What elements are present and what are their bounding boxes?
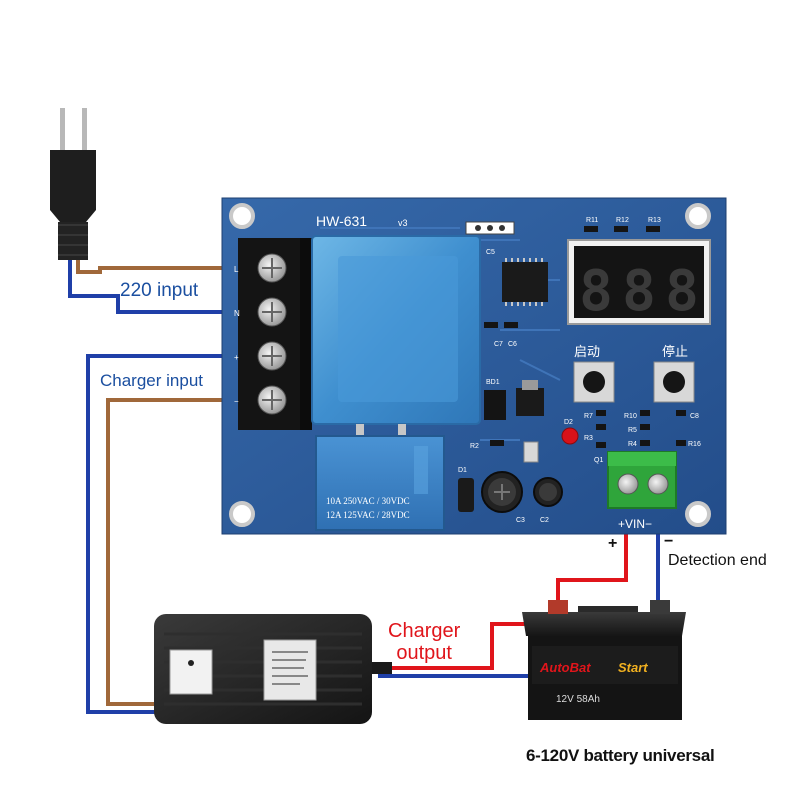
label-d1: D1 (458, 467, 467, 474)
wire-220-brown (76, 258, 258, 274)
label-r4: R4 (628, 441, 637, 448)
transformer (311, 235, 481, 436)
label-r13: R13 (648, 217, 661, 224)
label-r16: R16 (688, 441, 701, 448)
capacitors (481, 471, 563, 513)
start-button-label: 启动 (574, 345, 600, 360)
relay-rating-1: 10A 250VAC / 30VDC (326, 496, 410, 506)
label-detection-end: Detection end (668, 552, 767, 569)
display-digit-1: 8 (579, 259, 613, 324)
seven-segment-display (567, 239, 711, 325)
terminal-mark-plus: + (234, 353, 239, 362)
label-c8: C8 (690, 413, 699, 420)
relay (315, 435, 445, 531)
label-charger-output-line2: output (396, 642, 452, 664)
label-r3: R3 (584, 435, 593, 442)
label-r11: R11 (586, 217, 598, 224)
wire-charger-in-brown (106, 398, 258, 706)
label-charger-output-line1: Charger (388, 620, 461, 642)
terminal-mark-minus: − (234, 397, 239, 406)
terminal-mark-n: N (234, 309, 240, 318)
stop-button[interactable] (653, 361, 695, 403)
label-c6: C6 (508, 341, 517, 348)
mounting-holes (229, 203, 711, 527)
wire-220-blue (68, 258, 258, 314)
control-board (221, 197, 727, 535)
detection-terminal (607, 451, 677, 509)
wire-detect-red (556, 500, 628, 606)
stop-button-label: 停止 (662, 344, 688, 360)
battery (522, 600, 686, 720)
start-button[interactable] (573, 361, 615, 403)
label-charger-input: Charger input (100, 371, 204, 390)
board-version: v3 (398, 218, 408, 228)
label-r5: R5 (628, 427, 637, 434)
battery-brand-1: AutoBat (539, 660, 591, 675)
label-d2: D2 (564, 419, 573, 426)
label-q1: Q1 (594, 457, 603, 464)
status-led (561, 427, 579, 445)
label-battery-universal: 6-120V battery universal (526, 746, 715, 765)
charger-brick (154, 614, 392, 724)
terminal-block (238, 238, 312, 430)
label-bd1: BD1 (486, 379, 500, 386)
display-digit-3: 8 (665, 259, 699, 324)
detect-polarity: +VIN− (618, 517, 652, 531)
label-c7: C7 (494, 341, 503, 348)
label-220-input: 220 input (120, 280, 199, 301)
terminal-mark-l: L (234, 265, 239, 274)
label-r7: R7 (584, 413, 593, 420)
label-c3: C3 (516, 517, 525, 524)
label-r10: R10 (624, 413, 637, 420)
plus-mark: + (608, 535, 617, 552)
minus-mark: − (664, 533, 673, 550)
label-c5: C5 (486, 249, 495, 256)
wire-charger-in-blue (86, 354, 258, 714)
label-r2: R2 (470, 443, 479, 450)
battery-spec: 12V 58Ah (556, 694, 600, 705)
board-model: HW-631 (316, 213, 367, 229)
component-labels: R11 R12 R13 C5 C7 C6 BD1 D2 R7 R10 R5 R4… (458, 217, 701, 524)
label-charger-output: Charger output (388, 620, 460, 664)
display-digit-2: 8 (622, 259, 656, 324)
label-c2: C2 (540, 517, 549, 524)
label-r12: R12 (616, 217, 629, 224)
battery-brand-2: Start (618, 660, 648, 675)
relay-rating-2: 12A 125VAC / 28VDC (326, 510, 410, 520)
power-plug (50, 108, 96, 260)
